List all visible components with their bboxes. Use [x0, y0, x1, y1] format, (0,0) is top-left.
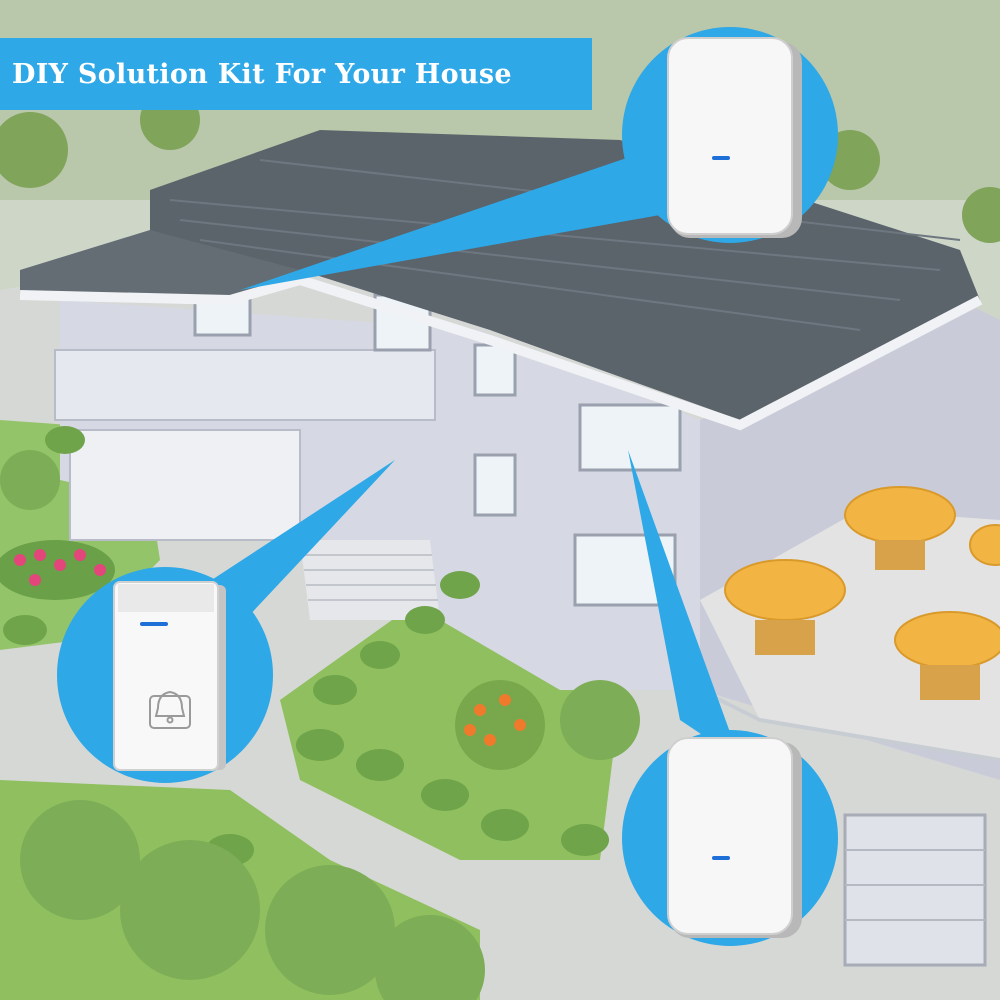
- foreground-trees: [0, 450, 640, 1000]
- push-button-device: [113, 581, 226, 771]
- orange-tree: [455, 680, 545, 770]
- led-indicator-icon: [712, 856, 730, 860]
- receiver-device: [667, 737, 802, 938]
- shrubs: [3, 426, 609, 866]
- receiver-device: [667, 37, 802, 238]
- terrace: [699, 486, 1000, 762]
- banner-title: DIY Solution Kit For Your House: [12, 58, 512, 90]
- flower-bed: [0, 540, 115, 600]
- callout-receiver-top: [622, 27, 838, 243]
- led-indicator-icon: [712, 156, 730, 160]
- callout-button-left: [57, 567, 273, 783]
- callout-receiver-bottom: [622, 730, 838, 946]
- title-banner: DIY Solution Kit For Your House: [0, 38, 592, 110]
- led-indicator-icon: [140, 622, 168, 626]
- bell-icon: [149, 690, 191, 729]
